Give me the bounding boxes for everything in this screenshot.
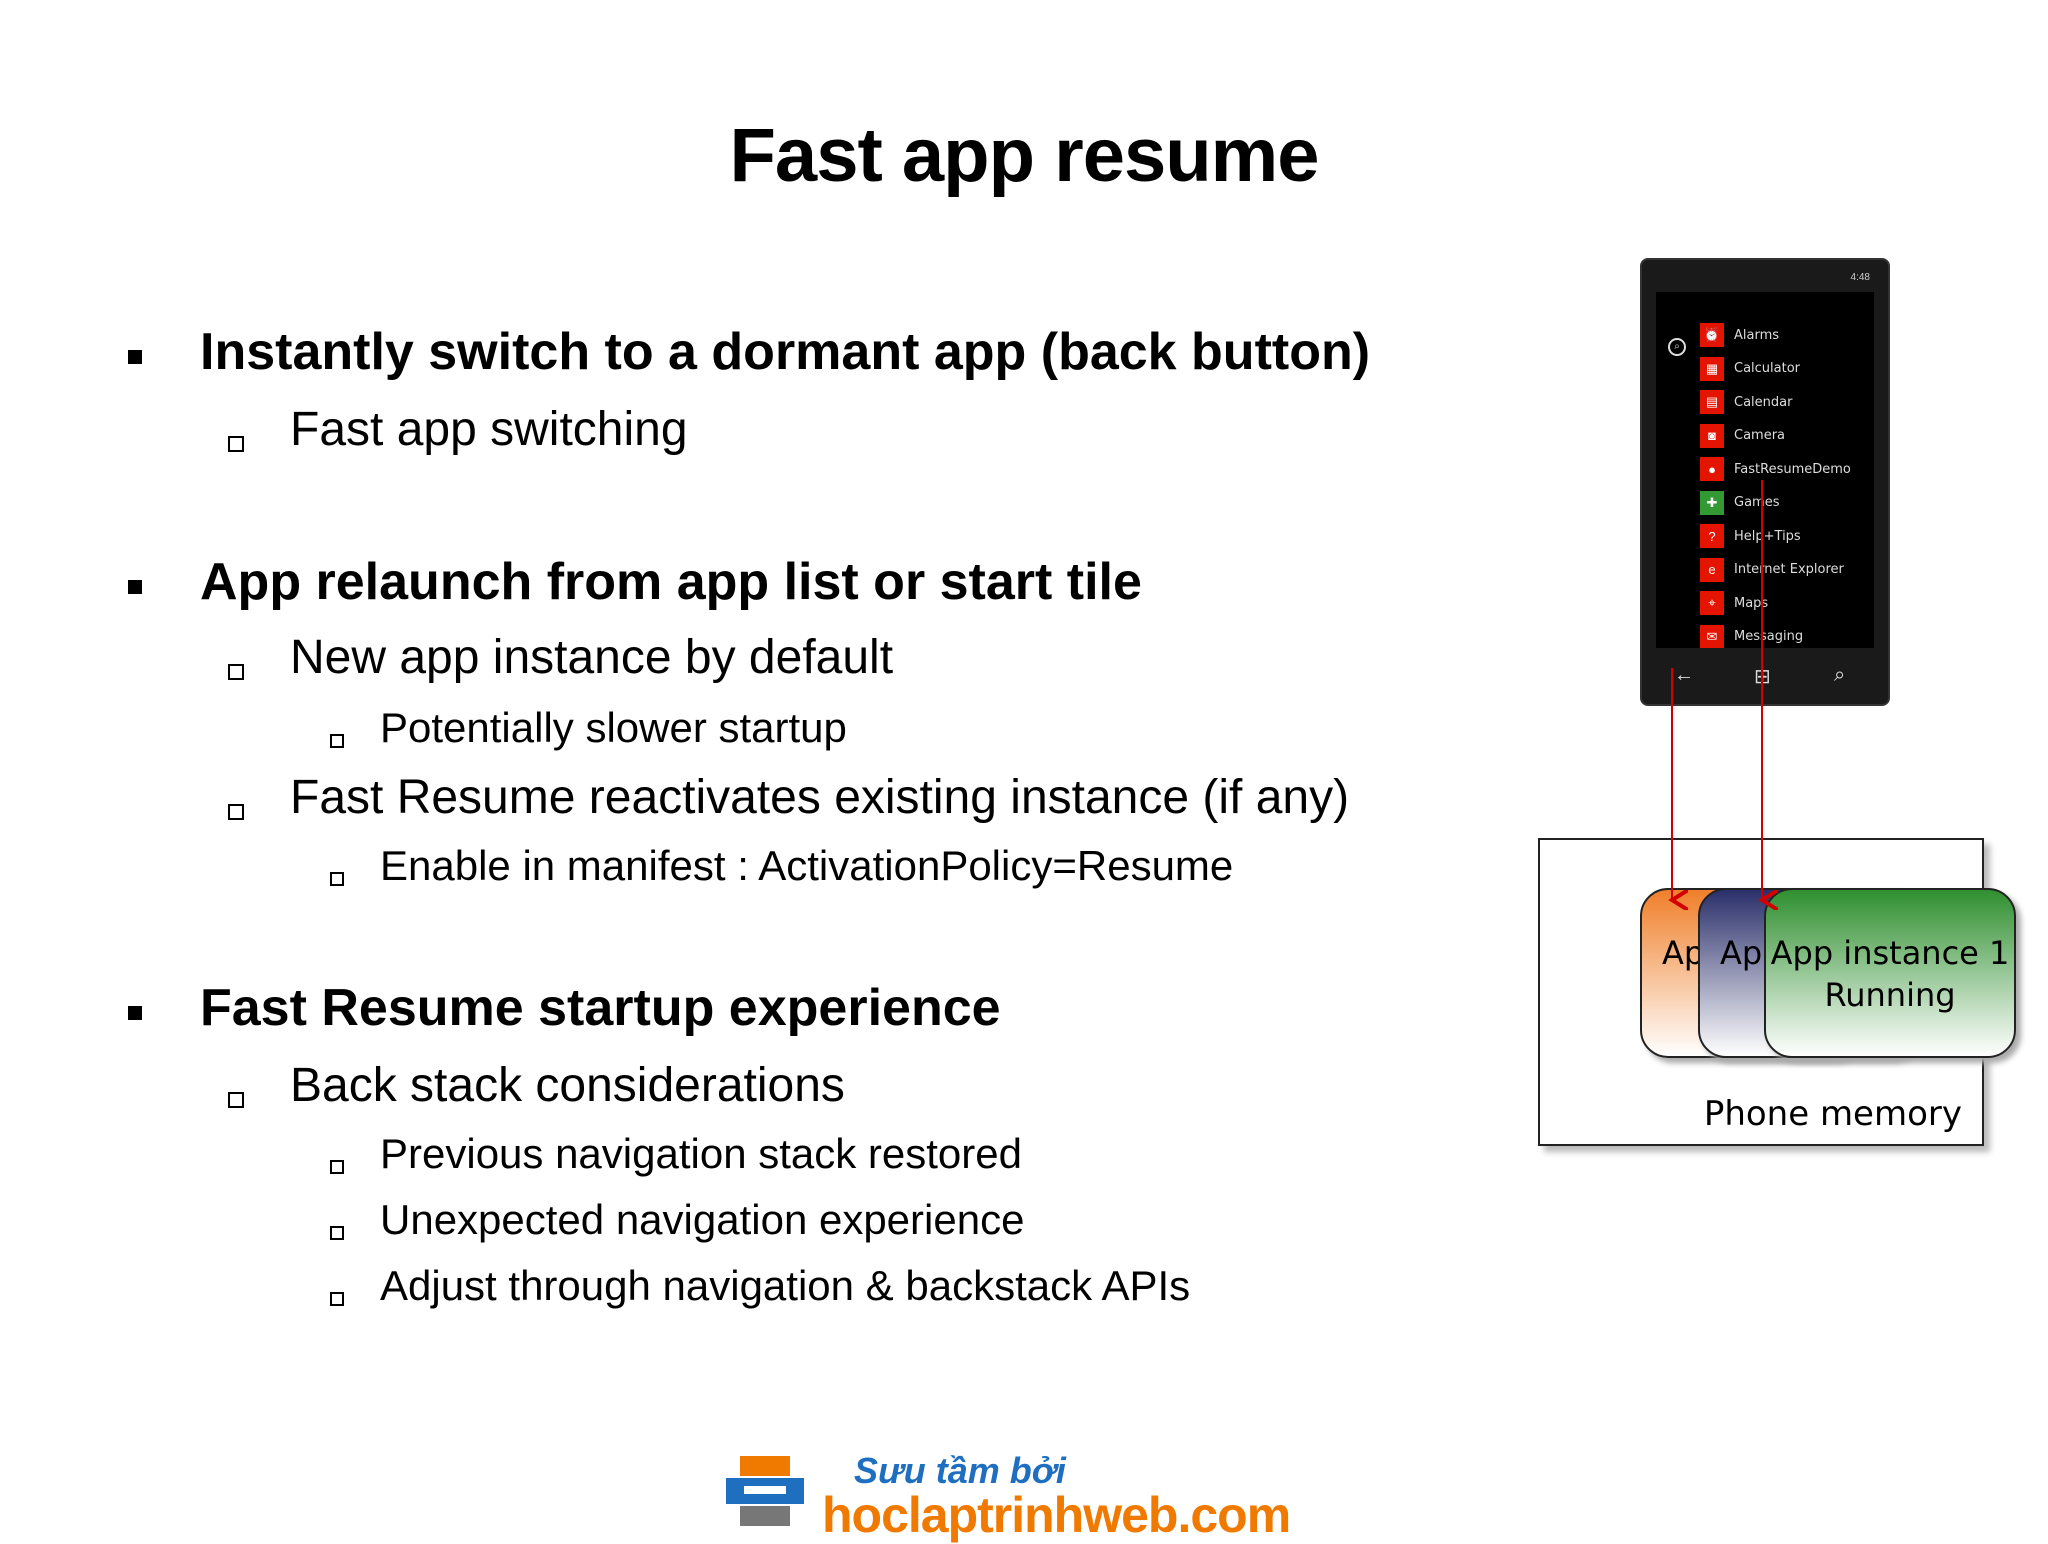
- app-instance-card-1: App instance 1 Running: [1764, 888, 2016, 1058]
- app-name: Help+Tips: [1734, 528, 1801, 544]
- app-list-item[interactable]: ● FastResumeDemo: [1700, 456, 1851, 482]
- bullet-marker: [228, 664, 244, 680]
- phone-status: 4:48: [1850, 272, 1870, 283]
- back-arrow-icon: ←: [1674, 664, 1694, 686]
- app-name: Maps: [1734, 595, 1769, 611]
- calendar-icon: ▤: [1700, 390, 1724, 414]
- bullet-text-level-2: New app instance by default: [290, 631, 894, 684]
- app-list-item[interactable]: ▦ Calculator: [1700, 356, 1800, 382]
- bullet-text-level-3: Potentially slower startup: [380, 704, 847, 751]
- card-title: App instance 1: [1770, 934, 2010, 972]
- bullet-text-level-1: Fast Resume startup experience: [200, 979, 1001, 1037]
- app-list-item[interactable]: ▤ Calendar: [1700, 389, 1792, 415]
- alarm-icon: ⏰: [1700, 323, 1724, 347]
- slide-title: Fast app resume: [729, 113, 1320, 198]
- bullet-text-level-3: Adjust through navigation & backstack AP…: [380, 1262, 1191, 1309]
- app-name: Camera: [1734, 428, 1786, 443]
- bullet-text-level-1: Instantly switch to a dormant app (back …: [200, 323, 1371, 381]
- bullet-marker: [228, 804, 244, 820]
- card-label: Ap: [1662, 934, 1705, 972]
- phone-screen: ⌕ ⏰ Alarms ▦ Calculator ▤ Calendar ◙ Camera ● Fas…: [1656, 292, 1874, 648]
- bullet-marker: [330, 734, 344, 748]
- memory-label: Phone memory: [1703, 1094, 1962, 1134]
- bullet-marker: [330, 872, 344, 886]
- bullet-marker: [330, 1292, 344, 1306]
- bullet-text-level-2: Fast app switching: [290, 403, 688, 456]
- printer-logo-icon: [726, 1456, 804, 1526]
- help-icon: ?: [1700, 524, 1724, 548]
- bullet-marker: [128, 580, 142, 594]
- bullet-marker: [128, 1006, 142, 1020]
- bullet-marker: [228, 1092, 244, 1108]
- bullet-marker: [330, 1226, 344, 1240]
- bullet-text-level-2: Back stack considerations: [290, 1059, 845, 1112]
- bullet-marker: [128, 350, 142, 364]
- gamepad-icon: ✚: [1700, 490, 1724, 515]
- app-list-item[interactable]: ⌖ Maps: [1700, 590, 1768, 616]
- app-name: Alarms: [1734, 327, 1780, 343]
- bullet-text-level-3: Previous navigation stack restored: [380, 1130, 1022, 1177]
- logo-text: hoclaptrinhweb.com: [822, 1487, 1291, 1543]
- ie-icon: e: [1700, 557, 1724, 582]
- app-list-item[interactable]: ◙ Camera: [1700, 423, 1785, 449]
- app-name: Messaging: [1734, 629, 1804, 644]
- bullet-list: Instantly switch to a dormant app (back …: [128, 323, 1371, 1309]
- phone-image: ⌕ ⏰ Alarms ▦ Calculator ▤ Calendar ◙ Camera ● Fas…: [1640, 258, 1890, 706]
- app-name: FastResumeDemo: [1734, 461, 1851, 477]
- card-status: Running: [1824, 976, 1956, 1014]
- calculator-icon: ▦: [1700, 356, 1724, 381]
- app-list-item[interactable]: ⏰ Alarms: [1700, 322, 1779, 348]
- app-name: Calendar: [1734, 394, 1793, 410]
- bullet-text-level-2: Fast Resume reactivates existing instanc…: [290, 771, 1350, 824]
- app-name: Calculator: [1734, 361, 1801, 376]
- logo-tagline: Sưu tầm bởi: [854, 1450, 1066, 1491]
- bullet-marker: [330, 1160, 344, 1174]
- app-name: Games: [1734, 495, 1780, 510]
- app-list-item[interactable]: ✉ Messaging: [1700, 624, 1804, 648]
- bullet-text-level-1: App relaunch from app list or start tile: [200, 553, 1142, 611]
- app-list-item[interactable]: ? Help+Tips: [1700, 523, 1801, 549]
- app-icon: ●: [1700, 457, 1724, 481]
- app-list-item[interactable]: ✚ Games: [1700, 490, 1779, 516]
- messaging-icon: ✉: [1700, 624, 1724, 648]
- bullet-text-level-3: Unexpected navigation experience: [380, 1196, 1025, 1243]
- bullet-text-level-3: Enable in manifest : ActivationPolicy=Re…: [380, 842, 1234, 889]
- maps-icon: ⌖: [1700, 591, 1724, 615]
- card-label: App instance 1 Running: [1766, 932, 2014, 1016]
- search-icon: ⌕: [1668, 338, 1686, 356]
- search-icon: ⌕: [1834, 664, 1846, 686]
- bullet-marker: [228, 436, 244, 452]
- site-logo: Sưu tầm bởi hoclaptrinhweb.com: [726, 1450, 1336, 1543]
- camera-icon: ◙: [1700, 423, 1724, 448]
